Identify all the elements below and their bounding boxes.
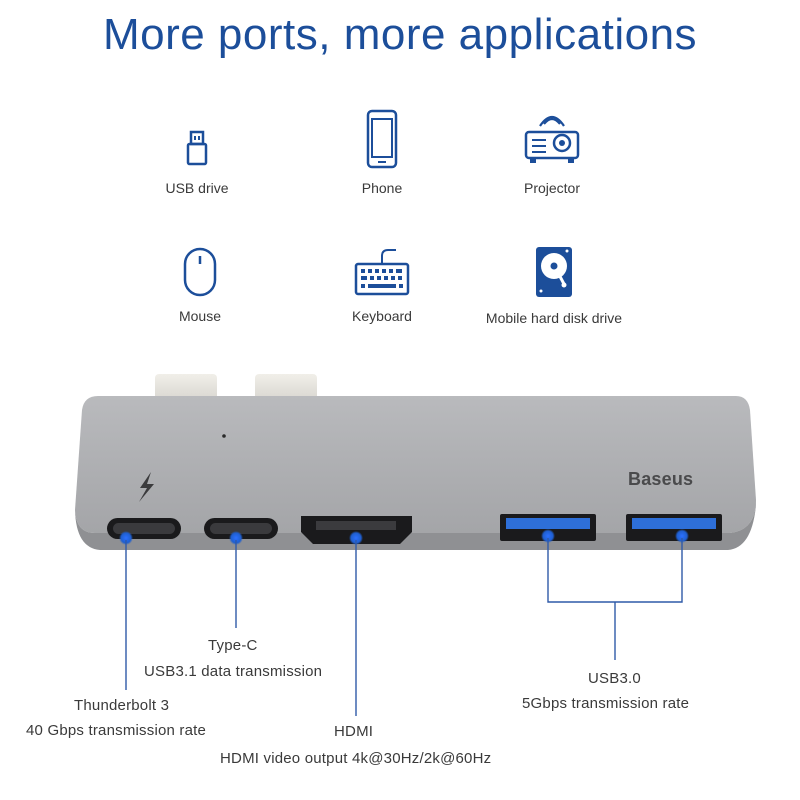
callout-dot	[349, 531, 363, 545]
hub-body	[75, 396, 756, 533]
callout-dot	[541, 529, 555, 543]
page-title: More ports, more applications	[102, 10, 698, 59]
keyboard-icon	[354, 249, 410, 296]
type-c-name: Type-C	[208, 637, 258, 654]
callout-lines	[125, 538, 683, 716]
mouse-icon	[183, 247, 217, 297]
phone-icon	[366, 109, 398, 169]
app-mouse: Mouse	[110, 246, 290, 324]
app-label: Phone	[361, 180, 403, 196]
hard-disk-icon	[536, 247, 572, 297]
led-indicator	[222, 434, 226, 438]
callout-dot	[229, 531, 243, 545]
app-hard-disk: Mobile hard disk drive	[464, 244, 644, 326]
app-label: Mobile hard disk drive	[485, 310, 623, 326]
app-label: Keyboard	[352, 308, 412, 324]
usb3-desc: 5Gbps transmission rate	[522, 695, 690, 712]
usb3-name: USB3.0	[588, 670, 641, 687]
callout-dot	[119, 531, 133, 545]
hdmi-desc: HDMI video output 4k@30Hz/2k@60Hz	[220, 750, 492, 767]
projector-icon	[524, 115, 580, 163]
hdmi-name: HDMI	[334, 723, 374, 740]
app-label: USB drive	[165, 180, 229, 196]
app-keyboard: Keyboard	[292, 244, 472, 324]
thunderbolt-desc: 40 Gbps transmission rate	[26, 722, 207, 739]
thunderbolt-name: Thunderbolt 3	[74, 697, 170, 714]
brand-logo: Baseus	[628, 469, 694, 489]
app-phone: Phone	[292, 108, 472, 196]
app-usb-drive: USB drive	[107, 128, 287, 196]
app-label: Projector	[523, 180, 581, 196]
type-c-desc: USB3.1 data transmission	[144, 663, 323, 680]
app-projector: Projector	[462, 110, 642, 196]
lightning-bolt-icon	[139, 472, 154, 502]
usb-drive-icon	[186, 130, 208, 166]
app-label: Mouse	[178, 308, 222, 324]
callout-dot	[675, 529, 689, 543]
